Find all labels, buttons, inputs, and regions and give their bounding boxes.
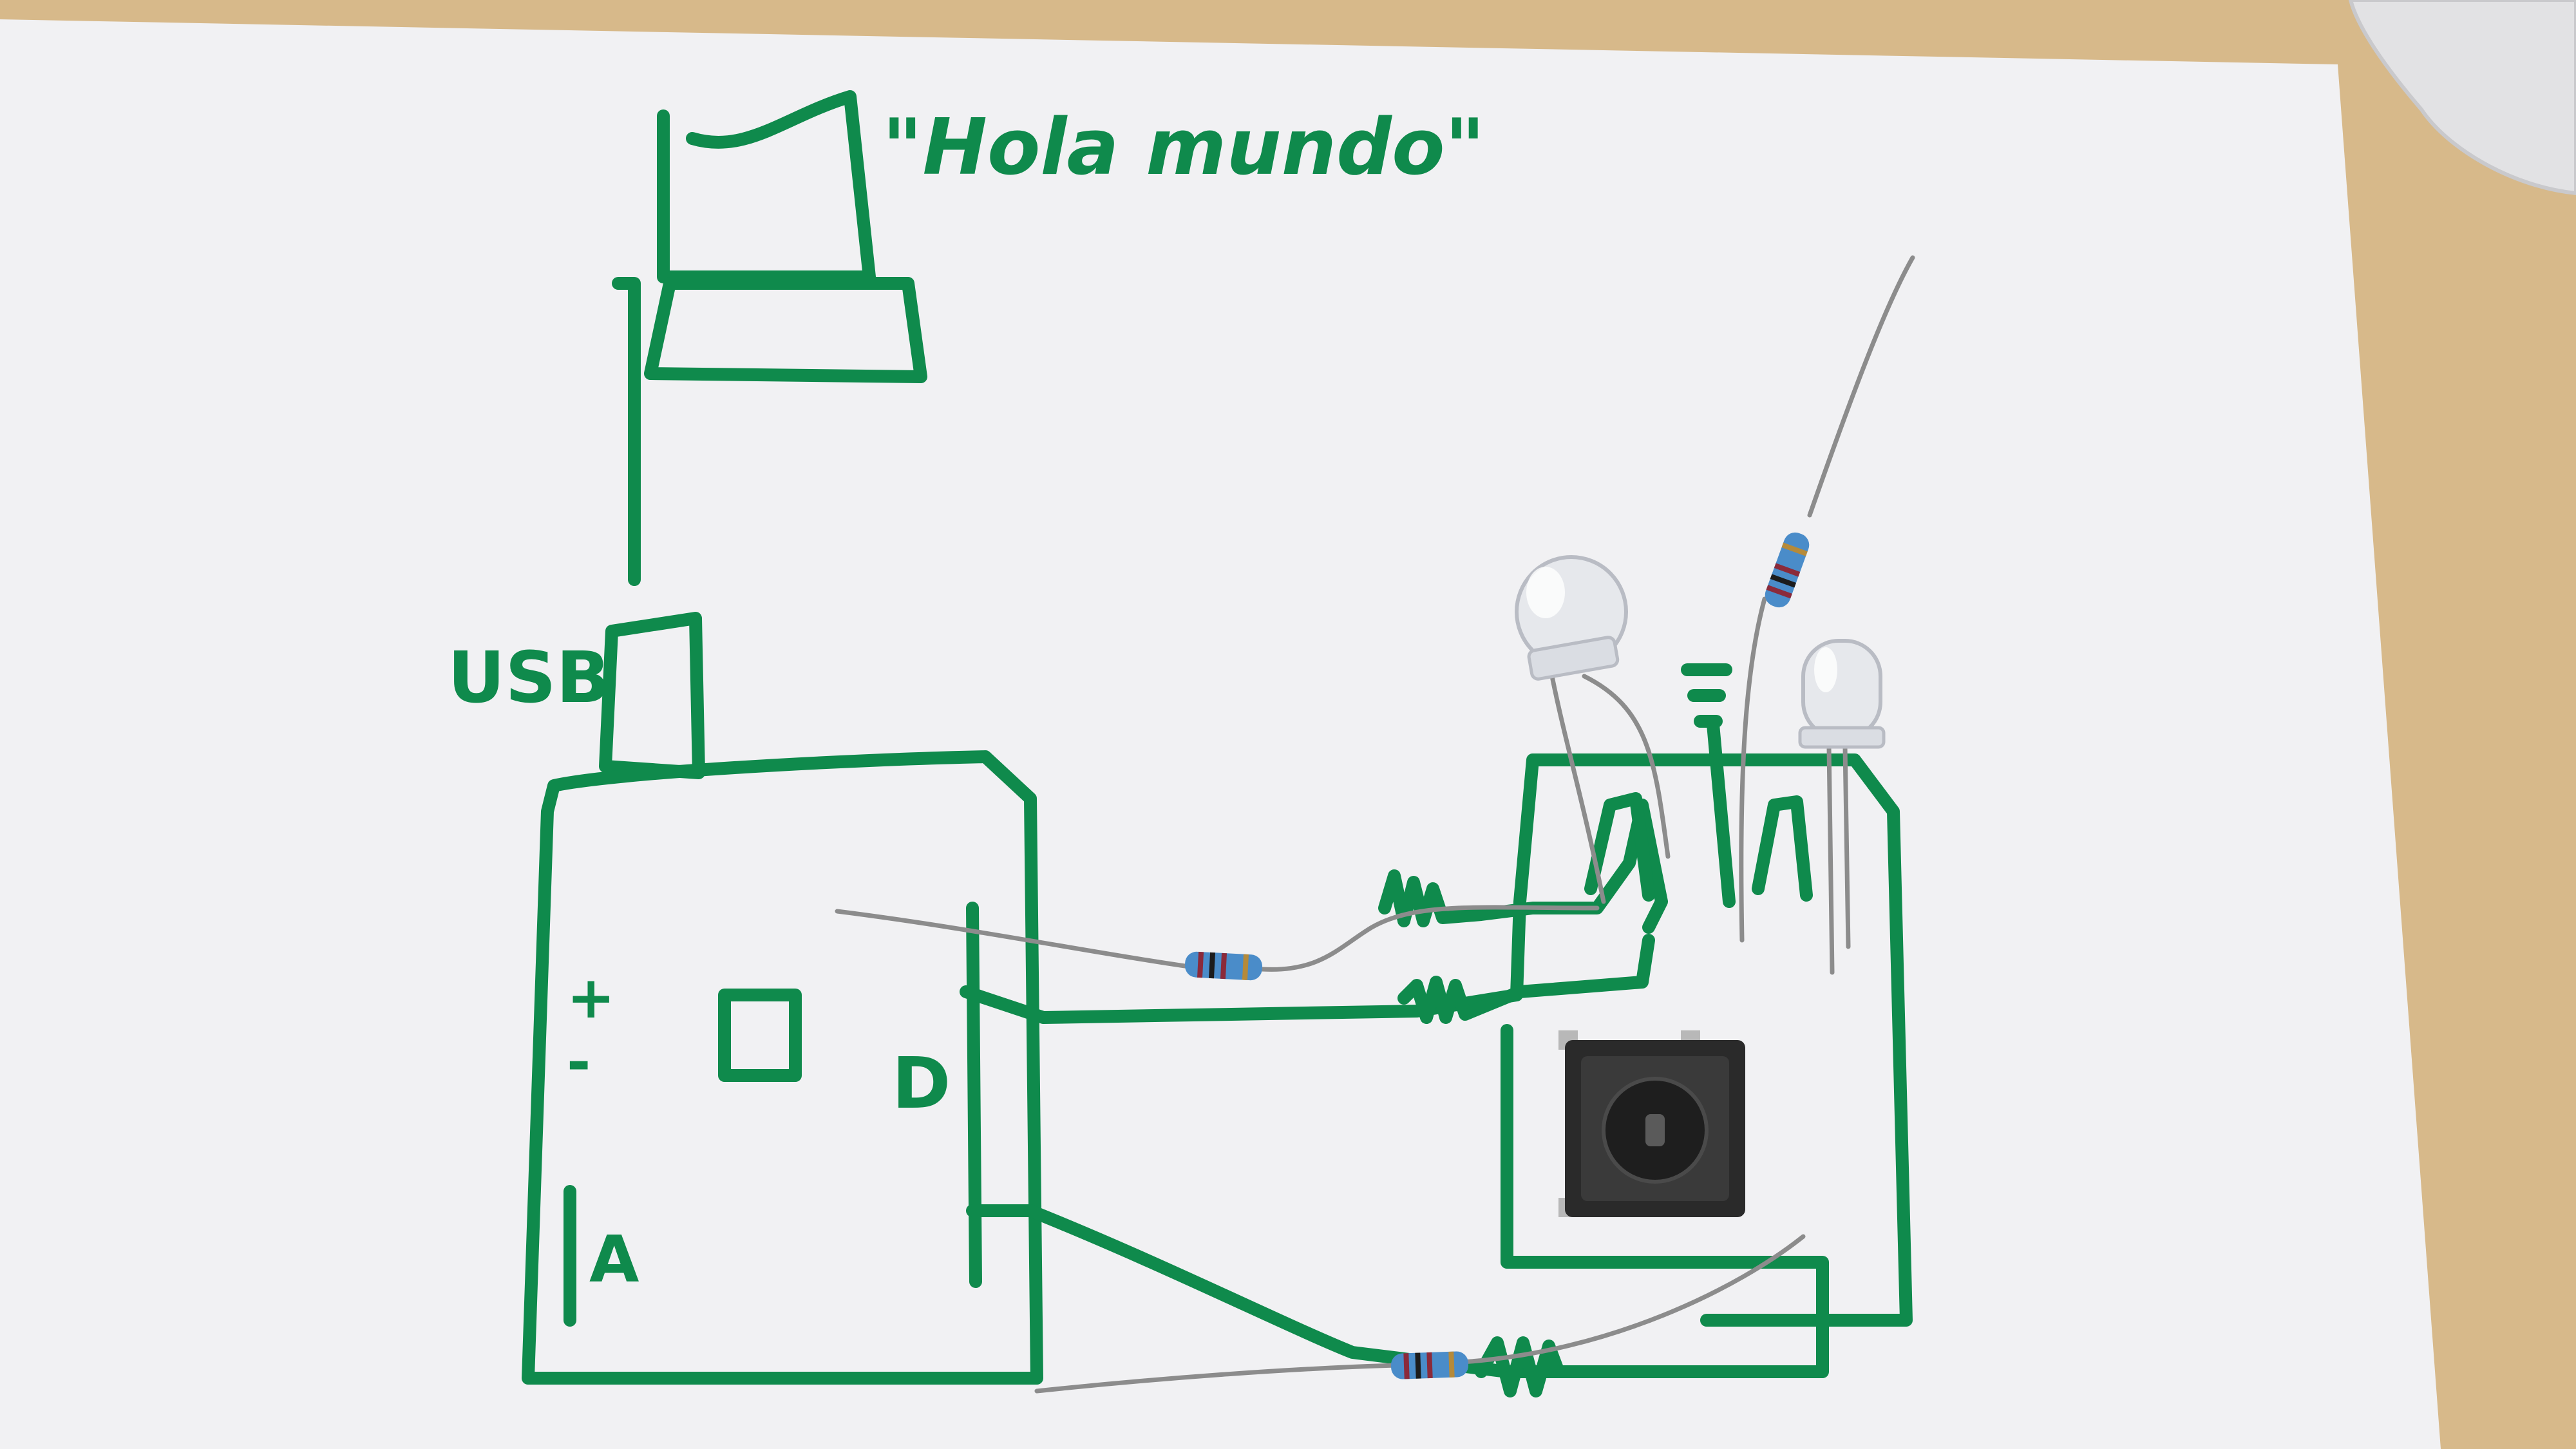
wire-d1 [960,753,1913,1327]
led-a-symbol-right [1752,795,1813,902]
resistor-upper-right [1765,532,1810,608]
reset-chip [718,989,802,1082]
resistor-upper-left [1184,951,1263,981]
analog-label: A [589,1222,639,1297]
plastic-bag [2348,0,2576,196]
lcd-cable [612,277,641,586]
plus-label: + [567,964,615,1032]
led-clear-right [1798,639,1886,749]
resistor-bottom-lead [1034,1234,1806,1394]
digital-header [966,902,982,1288]
led-right-leg-1 [1826,744,1835,975]
led-left-leg-2 [1582,674,1671,859]
led-right-leg-2 [1842,744,1851,949]
lcd-stand [644,277,927,383]
led-clear-left [1515,555,1628,681]
microcontroller-board [522,750,1043,1385]
ground-mark [1681,663,1736,908]
led-left-leg-1 [1549,674,1606,904]
ink-resistor-3 [1475,1336,1565,1397]
led-a-symbol-left [1584,792,1655,902]
hola-mundo-text: "Hola mundo" [882,103,1485,193]
ink-sketch [522,90,1913,1397]
resistor-upper-right-lead [1739,255,1915,943]
usb-label: USB [448,636,610,719]
digital-label: D [892,1042,951,1124]
ink-resistor-2 [1397,934,1655,1024]
wire-d2 [966,1024,1829,1378]
minus-label: - [567,1028,591,1096]
resistor-bottom [1390,1351,1469,1379]
paper-sheet [0,19,2441,1449]
resistor-upper-left-lead [835,905,1600,972]
lcd-screen [657,90,876,283]
tactile-push-button [1558,1030,1745,1217]
